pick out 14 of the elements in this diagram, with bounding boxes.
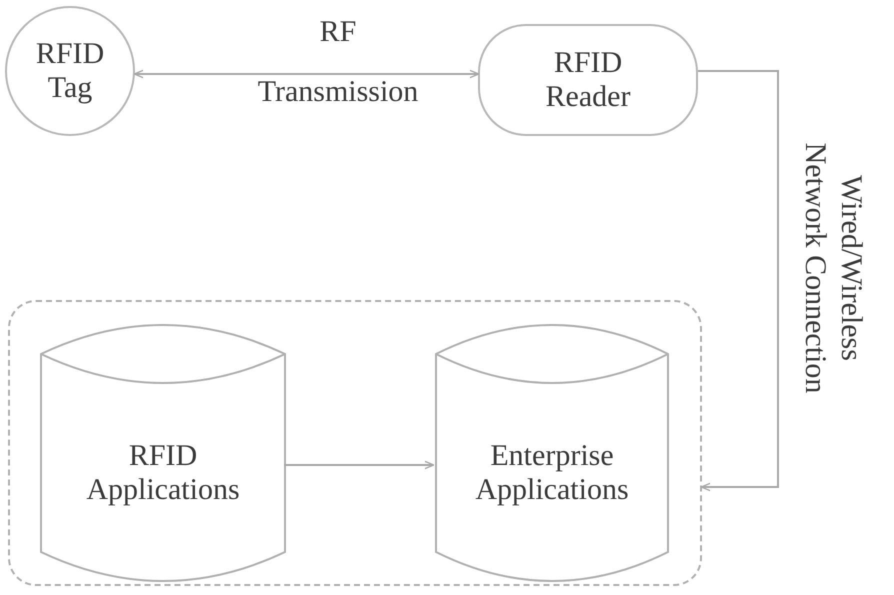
dashed-group-box: [8, 300, 702, 586]
edge-label: RF Transmission: [256, 14, 420, 110]
circle-node: [5, 6, 135, 136]
arrow: [284, 460, 435, 470]
arrow: [698, 70, 779, 492]
database-cylinder: [435, 324, 669, 582]
database-cylinder: [40, 324, 286, 582]
rounded-box: [478, 24, 698, 136]
node-label: RFID Applications: [85, 438, 241, 508]
node-label: Enterprise Applications: [474, 438, 630, 508]
edge-label: Wired/Wireless Network Connection: [798, 142, 869, 396]
arrow: [133, 70, 480, 78]
node-label: RFID Reader: [544, 46, 632, 114]
node-label: RFID Tag: [34, 36, 106, 106]
